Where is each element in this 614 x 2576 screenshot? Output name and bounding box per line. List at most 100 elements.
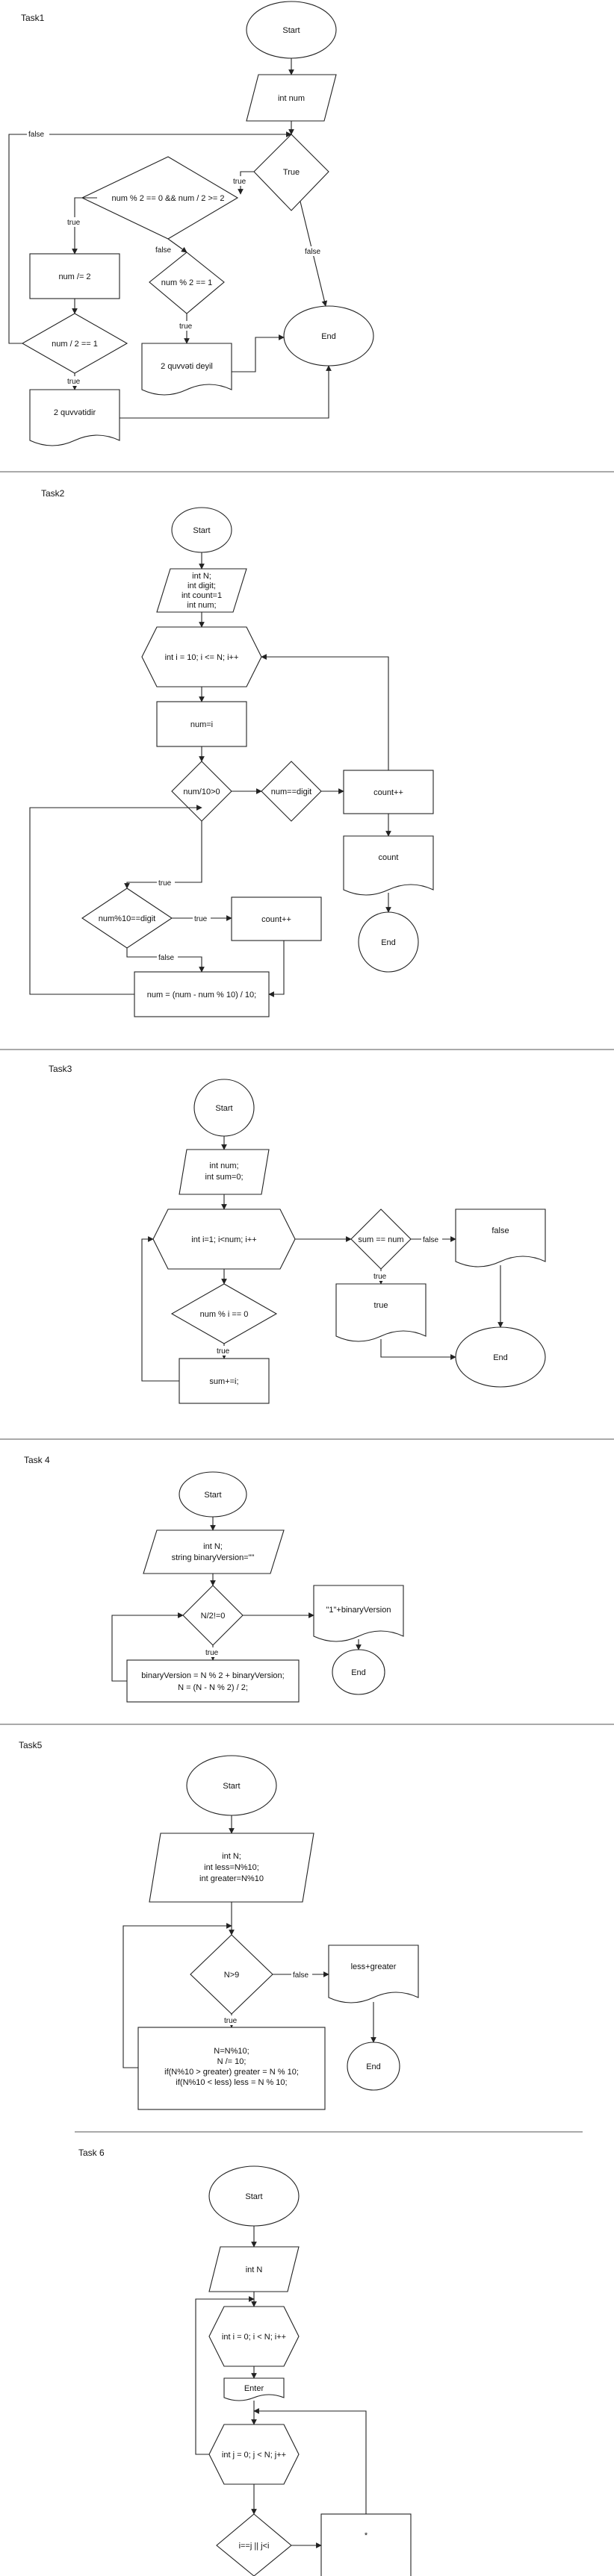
task2-flowchart: Task2 Start int N; int digit; int count=… [29, 488, 434, 1017]
task4-input-node[interactable]: int N; string binaryVersion="" [143, 1529, 285, 1574]
task6-output-star[interactable]: * [320, 2513, 412, 2576]
task2-digit-decision[interactable]: num==digit [261, 761, 322, 822]
task1-true-label-c: true [179, 322, 193, 331]
task6-start-node[interactable]: Start [208, 2165, 300, 2227]
task1-output-power[interactable]: 2 quvvətidir [29, 389, 120, 446]
task2-true-label-a: true [158, 879, 172, 888]
task2-mod-decision[interactable]: num%10==digit [81, 888, 173, 949]
task1-true-decision[interactable]: True [253, 134, 329, 211]
task1-odd-decision[interactable]: num % 2 == 1 [149, 252, 225, 314]
task3-output-true[interactable]: true [335, 1283, 427, 1342]
task4-body-line2: N = (N - N % 2) / 2; [178, 1683, 248, 1692]
task4-decision[interactable]: N/2!=0 [182, 1585, 244, 1646]
task4-input-line2: string binaryVersion="" [172, 1553, 255, 1562]
task2-input-line2: int digit; [187, 581, 216, 590]
task4-body-line1: binaryVersion = N % 2 + binaryVersion; [141, 1671, 284, 1680]
task1-true-label-a: true [233, 178, 246, 186]
task3-end-node[interactable]: End [455, 1326, 546, 1388]
task1-false-label-c: false [305, 248, 321, 256]
task4-true-label: true [205, 1649, 219, 1657]
task3-sum-decision[interactable]: sum == num [350, 1209, 412, 1270]
task5-condition: N>9 [224, 1971, 240, 1980]
task6-loop-i[interactable]: int i = 0; i < N; i++ [208, 2306, 300, 2367]
task3-title: Task3 [49, 1064, 72, 1074]
task1-true-label-b: true [67, 219, 81, 227]
task6-decision[interactable]: i==j || j<i [216, 2513, 292, 2576]
task3-add-label: sum+=i; [209, 1377, 238, 1386]
task1-output-not-power-label: 2 quvvəti deyil [161, 362, 213, 371]
task3-add-process[interactable]: sum+=i; [179, 1358, 270, 1404]
task6-output-label: * [365, 2531, 368, 2540]
task1-eq1-decision[interactable]: num / 2 == 1 [21, 313, 128, 374]
task4-output[interactable]: "1"+binaryVersion [313, 1585, 404, 1642]
task4-output-label: "1"+binaryVersion [326, 1606, 391, 1615]
task1-output-not-power[interactable]: 2 quvvəti deyil [141, 343, 232, 396]
task3-sum-condition: sum == num [358, 1235, 403, 1244]
task6-loop-j[interactable]: int j = 0; j < N; j++ [208, 2424, 300, 2485]
task2-start-node[interactable]: Start [171, 507, 232, 553]
task5-decision[interactable]: N>9 [190, 1934, 273, 2015]
task6-start-label: Start [245, 2192, 262, 2201]
task4-end-node[interactable]: End [332, 1649, 385, 1695]
task5-input-line1: int N; [222, 1852, 241, 1861]
task2-end-node[interactable]: End [358, 911, 419, 973]
task1-divide-process[interactable]: num /= 2 [29, 253, 120, 299]
task2-update-process[interactable]: num = (num - num % 10) / 10; [134, 971, 270, 1017]
task3-input-node[interactable]: int num; int sum=0; [179, 1149, 270, 1195]
task2-digit-condition: num==digit [271, 788, 311, 796]
task1-start-label: Start [282, 26, 300, 35]
task2-title: Task2 [41, 488, 65, 499]
task1-start-node[interactable]: Start [246, 1, 337, 59]
task2-count-process-a[interactable]: count++ [343, 770, 434, 814]
task5-input-node[interactable]: int N; int less=N%10; int greater=N%10 [149, 1833, 314, 1903]
task3-start-node[interactable]: Start [193, 1079, 255, 1137]
task2-output-label: count [379, 853, 399, 862]
task2-count-a-label: count++ [373, 788, 403, 797]
task6-enter-label: Enter [244, 2384, 264, 2393]
task4-start-node[interactable]: Start [179, 1471, 247, 1518]
task3-loop-node[interactable]: int i=1; i<num; i++ [152, 1209, 296, 1270]
task5-start-node[interactable]: Start [186, 1755, 277, 1816]
task5-true-label: true [224, 2017, 238, 2025]
task4-end-label: End [351, 1668, 366, 1677]
task2-output-count[interactable]: count [343, 835, 434, 896]
task5-end-node[interactable]: End [347, 2042, 400, 2091]
task1-end-node[interactable]: End [283, 305, 374, 367]
task5-body-line2: N /= 10; [217, 2057, 246, 2066]
task3-mod-condition: num % i == 0 [200, 1310, 249, 1319]
task2-input-node[interactable]: int N; int digit; int count=1 int num; [156, 568, 247, 613]
task6-loop-j-label: int j = 0; j < N; j++ [222, 2451, 286, 2460]
task1-input-node[interactable]: int num [246, 74, 337, 122]
task2-loop-node[interactable]: int i = 10; i <= N; i++ [141, 626, 262, 687]
task1-end-label: End [321, 332, 336, 341]
task3-output-false[interactable]: false [455, 1209, 546, 1267]
task2-input-line4: int num; [187, 601, 216, 610]
task3-input-line2: int sum=0; [205, 1173, 243, 1182]
task2-count-process-b[interactable]: count++ [231, 896, 322, 941]
task2-start-label: Start [193, 526, 210, 535]
task1-true-label-d: true [67, 378, 81, 386]
task5-output[interactable]: less+greater [328, 1945, 419, 2003]
task3-mod-decision[interactable]: num % i == 0 [170, 1283, 278, 1344]
task1-eq1-condition: num / 2 == 1 [52, 340, 98, 349]
task1-main-condition: num % 2 == 0 && num / 2 >= 2 [111, 194, 224, 203]
task5-flowchart: Task5 Start int N; int less=N%10; int gr… [19, 1740, 419, 2110]
task1-main-decision[interactable]: num % 2 == 0 && num / 2 >= 2 [81, 156, 239, 240]
task2-div-decision[interactable]: num/10>0 [171, 761, 232, 822]
task1-odd-condition: num % 2 == 1 [161, 278, 213, 287]
task4-body-process[interactable]: binaryVersion = N % 2 + binaryVersion; N… [126, 1659, 300, 1703]
task5-body-process[interactable]: N=N%10; N /= 10; if(N%10 > greater) grea… [137, 2027, 326, 2110]
task6-input-label: int N [246, 2265, 263, 2274]
task2-true-label-b: true [194, 915, 208, 923]
task6-enter-output[interactable]: Enter [223, 2377, 285, 2401]
task4-title: Task 4 [24, 1455, 50, 1465]
task5-body-line3: if(N%10 > greater) greater = N % 10; [164, 2068, 299, 2077]
task4-condition: N/2!=0 [201, 1612, 226, 1621]
task4-input-line1: int N; [203, 1542, 223, 1551]
task6-input-node[interactable]: int N [208, 2246, 300, 2292]
task1-input-label: int num [278, 94, 305, 103]
task3-true-label-b: true [217, 1347, 230, 1356]
task2-assign-process[interactable]: num=i [156, 701, 247, 747]
task2-input-line1: int N; [192, 572, 211, 581]
task2-update-label: num = (num - num % 10) / 10; [147, 991, 256, 999]
